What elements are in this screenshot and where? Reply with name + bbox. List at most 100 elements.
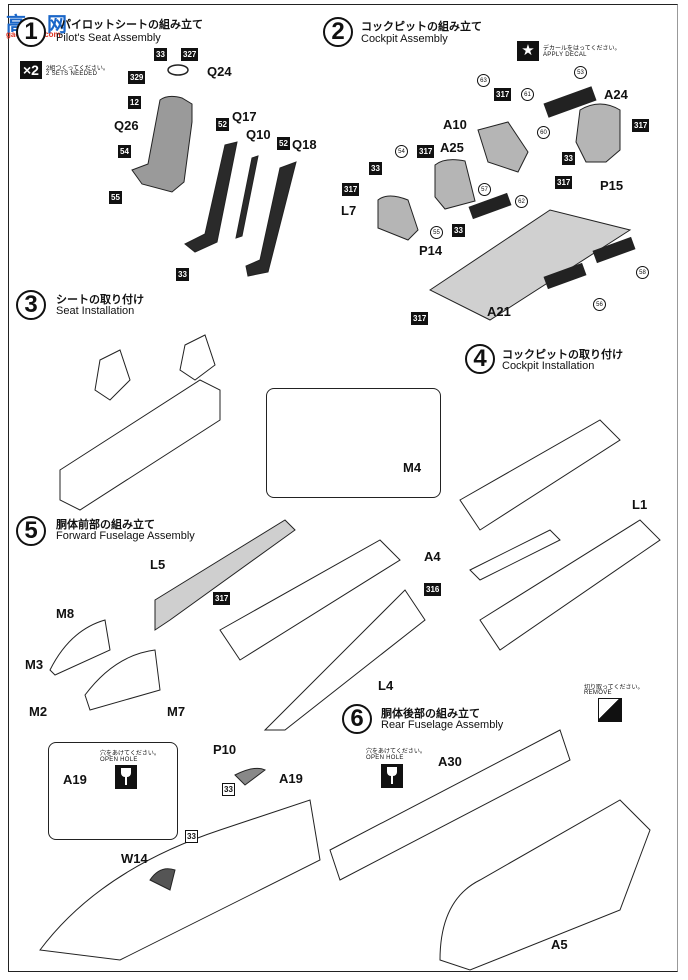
decal-54-label: 54: [395, 145, 408, 158]
sets-needed-badge: ×2: [20, 61, 42, 79]
color-33-c: 33: [562, 152, 575, 165]
step-2-number: 2: [323, 17, 353, 47]
open-hole-en-a: OPEN HOLE: [100, 757, 138, 763]
fuselage-a5: [439, 799, 651, 971]
step-4-title-jp: コックピットの取り付け: [502, 349, 623, 361]
part-q26: Q26: [114, 118, 139, 133]
color-317-d: 317: [342, 183, 360, 196]
color-52-b: 52: [277, 137, 290, 150]
color-33-g: 33: [185, 830, 198, 843]
windshield-a19: [234, 767, 266, 786]
part-m7: M7: [167, 704, 186, 719]
seat-rail-q17: [184, 141, 238, 253]
step-3-title-jp: シートの取り付け: [56, 294, 144, 306]
part-l7: L7: [341, 203, 357, 218]
step-1-number: 1: [16, 17, 46, 47]
apply-decal-jp: デカールをはってください。: [543, 46, 621, 52]
step-3-number: 3: [16, 290, 46, 320]
color-317-f: 317: [213, 592, 231, 605]
part-q18: Q18: [292, 137, 317, 152]
part-q10: Q10: [246, 127, 271, 142]
part-a5: A5: [551, 937, 568, 952]
sets-needed-jp: 2組つくってください。: [46, 66, 109, 72]
page-frame: [8, 4, 678, 972]
step-3-title-en: Seat Installation: [56, 305, 135, 317]
decal-53: [543, 86, 597, 118]
part-a19: A19: [279, 771, 303, 786]
part-m2: M2: [29, 704, 48, 719]
remove-en: REMOVE: [584, 690, 612, 696]
forward-fuselage: [39, 799, 321, 961]
step-2-title-en: Cockpit Assembly: [361, 33, 448, 45]
decal-58: [592, 236, 636, 264]
part-a24: A24: [604, 87, 628, 102]
color-33-e: 33: [452, 224, 465, 237]
color-52-a: 52: [216, 118, 229, 131]
fuselage-l5: [154, 519, 296, 631]
color-33-d: 33: [369, 162, 382, 175]
star-decal-icon: ★: [517, 41, 539, 61]
color-317-e: 317: [411, 312, 429, 325]
decal-57: [468, 192, 512, 220]
step-1-title-en: Pilot's Seat Assembly: [56, 32, 161, 44]
step-6-title-jp: 胴体後部の組み立て: [381, 708, 480, 720]
panel-a24: [575, 103, 621, 163]
part-m8: M8: [56, 606, 75, 621]
decal-58-label: 58: [636, 266, 649, 279]
color-316: 316: [424, 583, 442, 596]
step-5-title-en: Forward Fuselage Assembly: [56, 530, 195, 542]
decal-56-label: 56: [593, 298, 606, 311]
color-329: 329: [128, 71, 146, 84]
color-33-f: 33: [222, 783, 235, 796]
seat-cushion-q26: [131, 95, 193, 193]
part-a4: A4: [424, 549, 441, 564]
decal-53-label: 53: [574, 66, 587, 79]
part-q24: Q24: [207, 64, 232, 79]
watermark-text-right: 网: [47, 14, 67, 36]
step-1-title-jp: パイロットシートの組み立て: [60, 19, 203, 31]
step-6-number: 6: [342, 704, 372, 734]
decal-63-label: 63: [477, 74, 490, 87]
part-l1: L1: [632, 497, 648, 512]
part-q17: Q17: [232, 109, 257, 124]
sets-needed-en: 2 SETS NEEDED: [46, 71, 98, 77]
color-33-b: 33: [176, 268, 189, 281]
apply-decal-en: APPLY DECAL: [543, 52, 587, 58]
step-6-title-en: Rear Fuselage Assembly: [381, 719, 504, 731]
color-54: 54: [118, 145, 131, 158]
part-m4: M4: [403, 460, 422, 475]
color-33: 33: [154, 48, 167, 61]
color-317-b: 317: [417, 145, 435, 158]
drill-icon-b: [381, 764, 403, 788]
step-4-number: 4: [465, 344, 495, 374]
part-p14: P14: [419, 243, 443, 258]
cockpit-step4: [459, 419, 621, 531]
part-p15: P15: [600, 178, 624, 193]
decal-60-label: 60: [537, 126, 550, 139]
open-hole-jp-b: 穴をあけてください。: [366, 749, 426, 755]
cockpit-tub-step3: [59, 379, 221, 511]
part-l5: L5: [150, 557, 166, 572]
open-hole-jp-a: 穴をあけてください。: [100, 751, 160, 757]
part-a10: A10: [443, 117, 467, 132]
part-p10: P10: [213, 742, 237, 757]
panel-a25: [434, 159, 476, 210]
color-12: 12: [128, 96, 141, 109]
step-5-number: 5: [16, 516, 46, 546]
part-a21: A21: [487, 304, 511, 319]
instrument-hood-w14: [149, 868, 176, 891]
part-a30: A30: [438, 754, 462, 769]
cockpit-tub-a21: [429, 209, 632, 321]
part-m3: M3: [25, 657, 44, 672]
detail-callout-a19: [48, 742, 178, 840]
step-5-title-jp: 胴体前部の組み立て: [56, 519, 155, 531]
open-hole-en-b: OPEN HOLE: [366, 755, 404, 761]
cut-remove-icon: [598, 698, 622, 722]
canopy-m7: [84, 649, 161, 711]
fuselage-a30: [329, 729, 571, 881]
seat-step3-rear: [179, 334, 216, 381]
seat-rail-q18: [245, 161, 297, 277]
decal-61-label: 61: [521, 88, 534, 101]
floor-l1: [479, 519, 661, 651]
seat-step3-front: [94, 349, 131, 401]
